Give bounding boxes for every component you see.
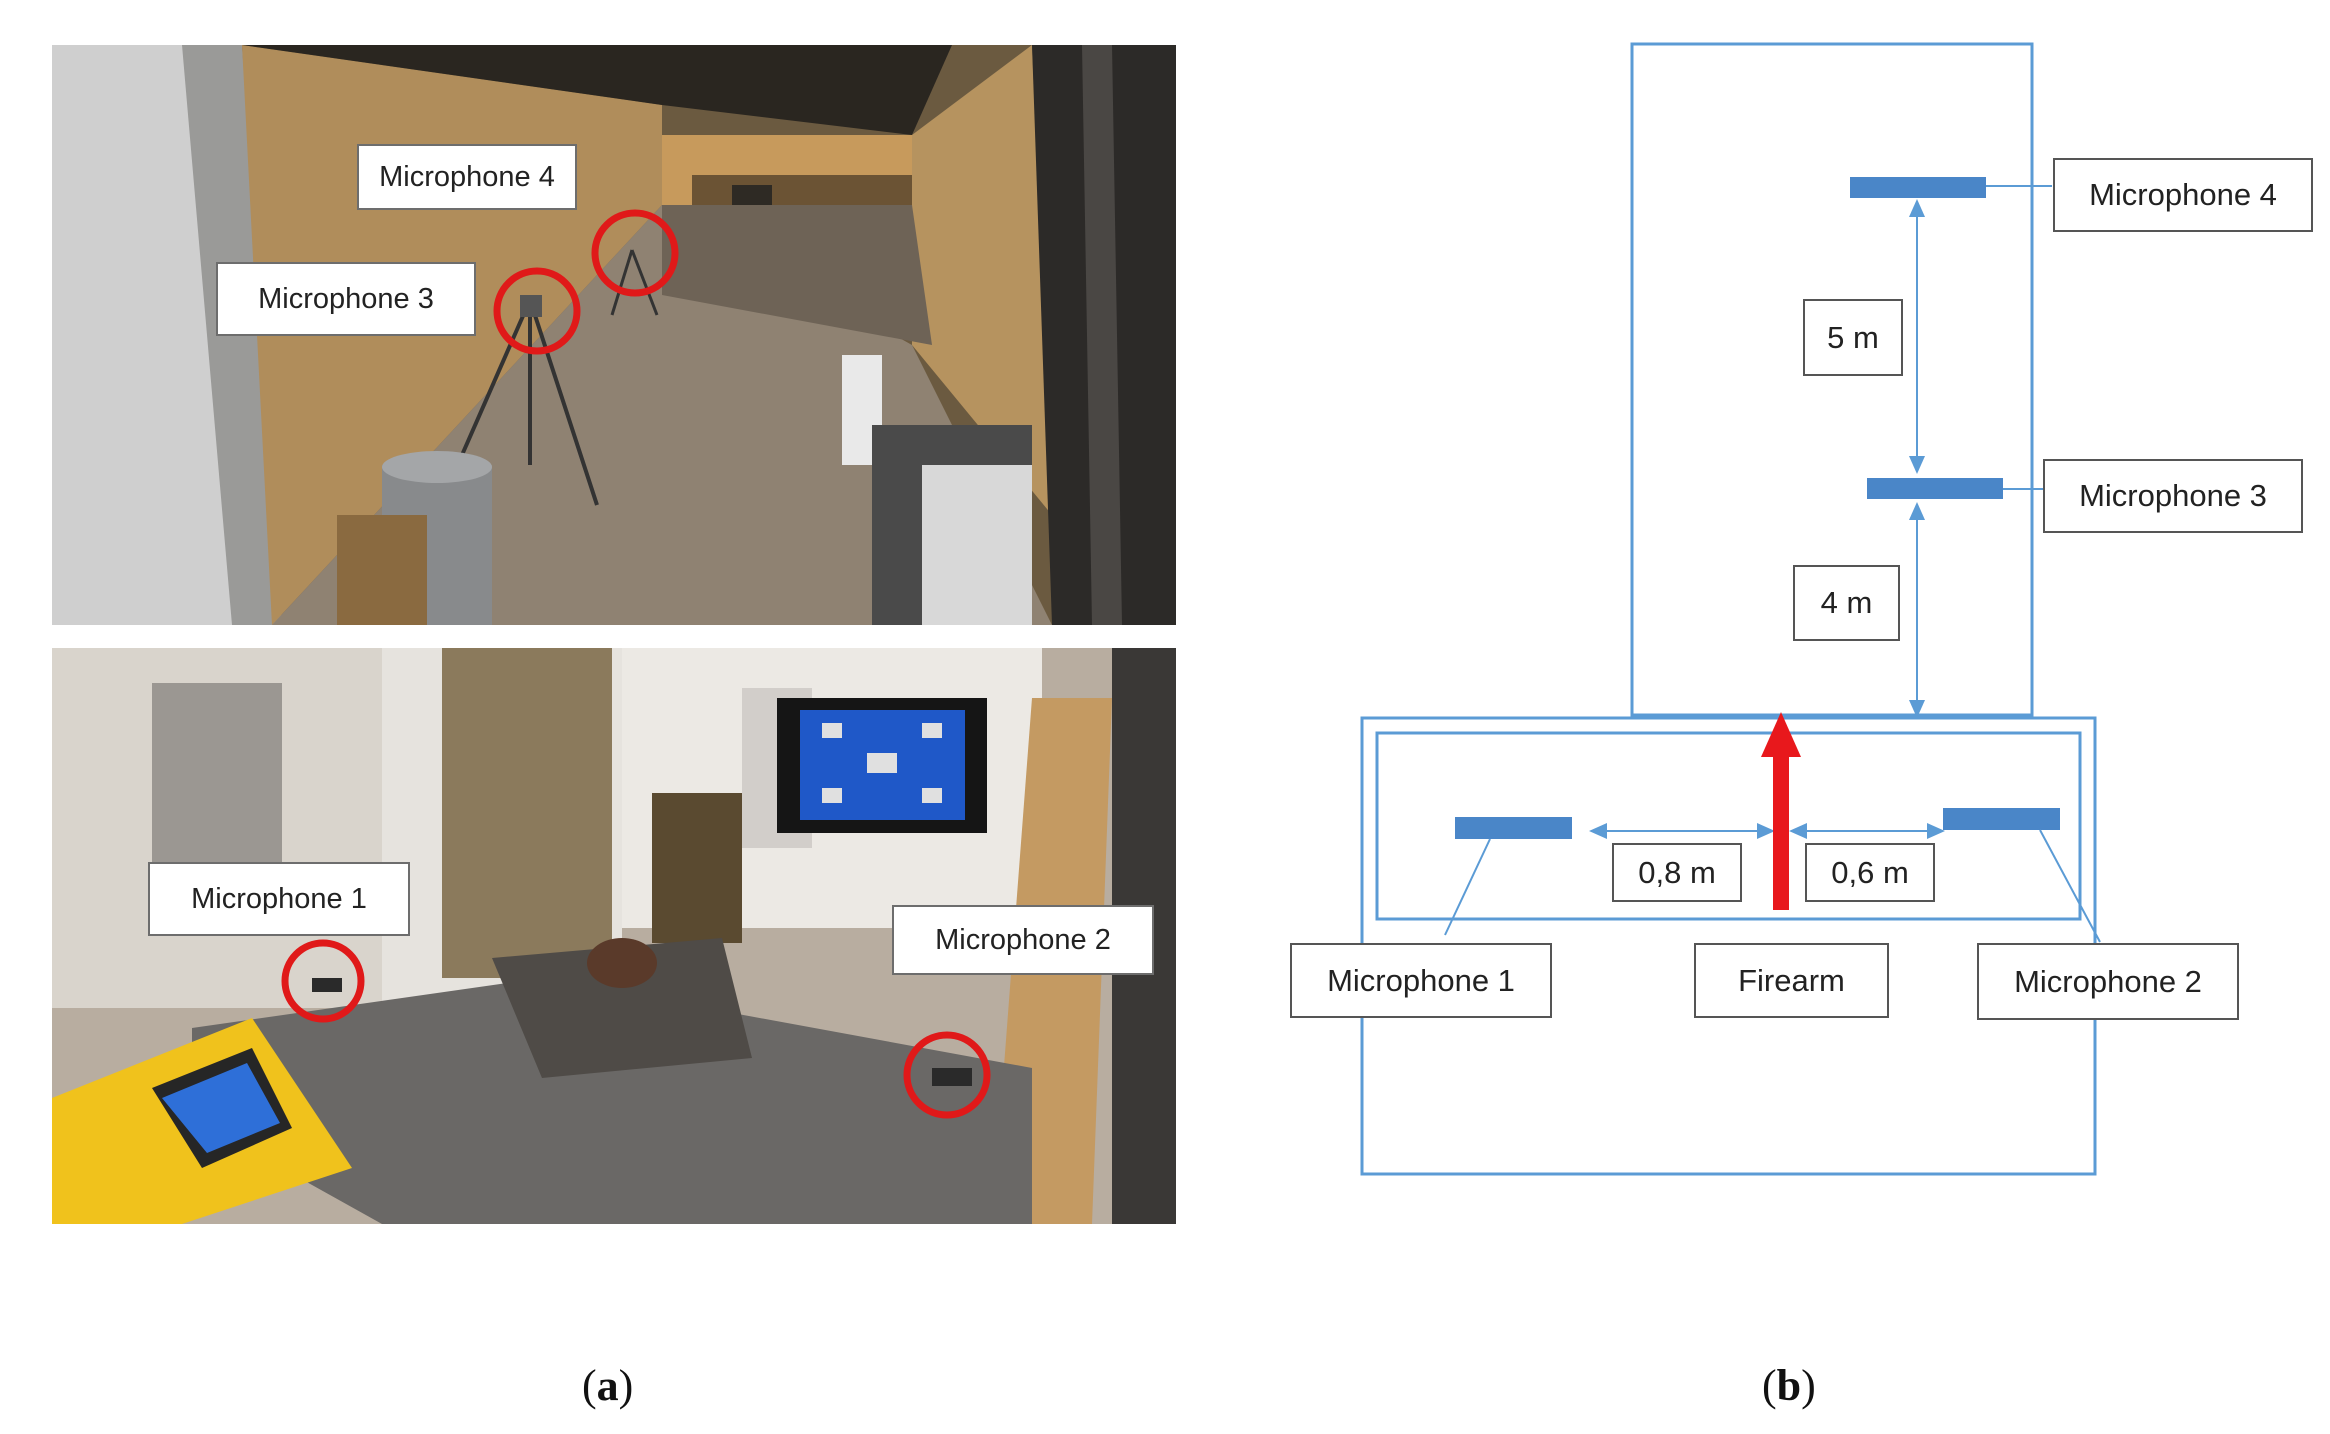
distance-label-0-8m: 0,8 m — [1612, 843, 1742, 902]
leader-mic1 — [1444, 838, 1491, 936]
diagram-label-microphone-4: Microphone 4 — [2053, 158, 2313, 232]
photo-label-microphone-1: Microphone 1 — [148, 862, 410, 936]
mic3-highlight-circle — [493, 267, 581, 355]
leader-mic2 — [2039, 829, 2101, 943]
firearm-arrow-shaft — [1773, 755, 1789, 910]
diagram-label-microphone-2: Microphone 2 — [1977, 943, 2239, 1020]
mic1-highlight-circle — [281, 939, 365, 1023]
microphone-3-bar — [1867, 478, 2003, 499]
range-corridor-outline — [1630, 42, 2034, 717]
diagram-label-firearm: Firearm — [1694, 943, 1889, 1018]
photo-label-microphone-2: Microphone 2 — [892, 905, 1154, 975]
shooter-position-photo — [52, 648, 1176, 1224]
caption-b: (b) — [1762, 1361, 1816, 1410]
microphone-1-bar — [1455, 817, 1572, 839]
photo-label-microphone-4: Microphone 4 — [357, 144, 577, 210]
firearm-arrow-head — [1761, 712, 1801, 757]
shooting-range-photo — [52, 45, 1176, 625]
distance-label-4m: 4 m — [1793, 565, 1900, 641]
mic4-highlight-circle — [591, 209, 679, 297]
diagram-label-microphone-3: Microphone 3 — [2043, 459, 2303, 533]
distance-label-0-6m: 0,6 m — [1805, 843, 1935, 902]
photo-label-microphone-3: Microphone 3 — [216, 262, 476, 336]
microphone-4-bar — [1850, 177, 1986, 198]
caption-a: (a) — [582, 1361, 634, 1410]
microphone-2-bar — [1943, 808, 2060, 830]
shooter-room-inner — [1375, 731, 2082, 921]
mic2-highlight-circle — [903, 1031, 991, 1119]
diagram-label-microphone-1: Microphone 1 — [1290, 943, 1552, 1018]
distance-label-5m: 5 m — [1803, 299, 1903, 376]
